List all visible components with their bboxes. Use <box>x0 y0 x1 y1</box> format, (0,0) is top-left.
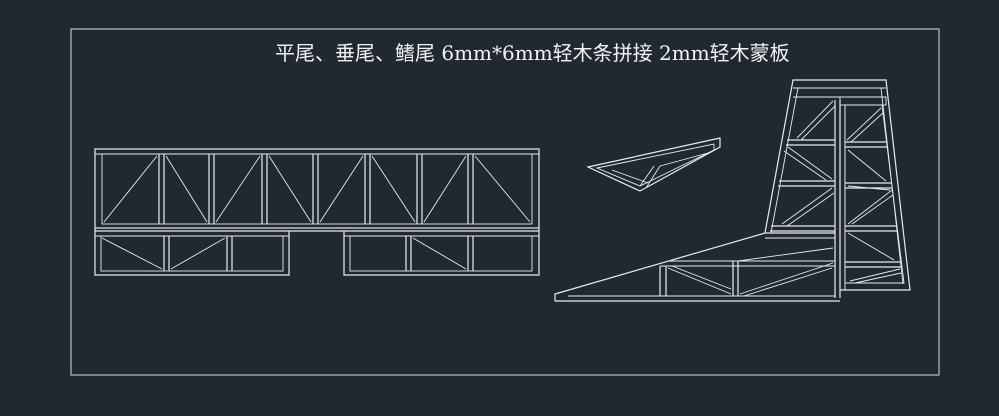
drawing-title: 平尾、垂尾、鳍尾 6mm*6mm轻木条拼接 2mm轻木蒙板 <box>275 41 790 65</box>
fin-ribs <box>770 100 836 232</box>
rudder-ribs <box>845 107 902 284</box>
upper-truss-diagonals <box>103 155 531 223</box>
right-elevator <box>343 228 540 276</box>
drawing-frame <box>70 28 940 376</box>
left-elevator <box>94 228 290 276</box>
vertical-tail <box>764 79 911 298</box>
small-fin-part <box>586 137 721 192</box>
horizontal-stabilizer <box>94 148 540 276</box>
dorsal-fin <box>554 232 840 302</box>
upper-truss-verticals <box>158 154 474 224</box>
